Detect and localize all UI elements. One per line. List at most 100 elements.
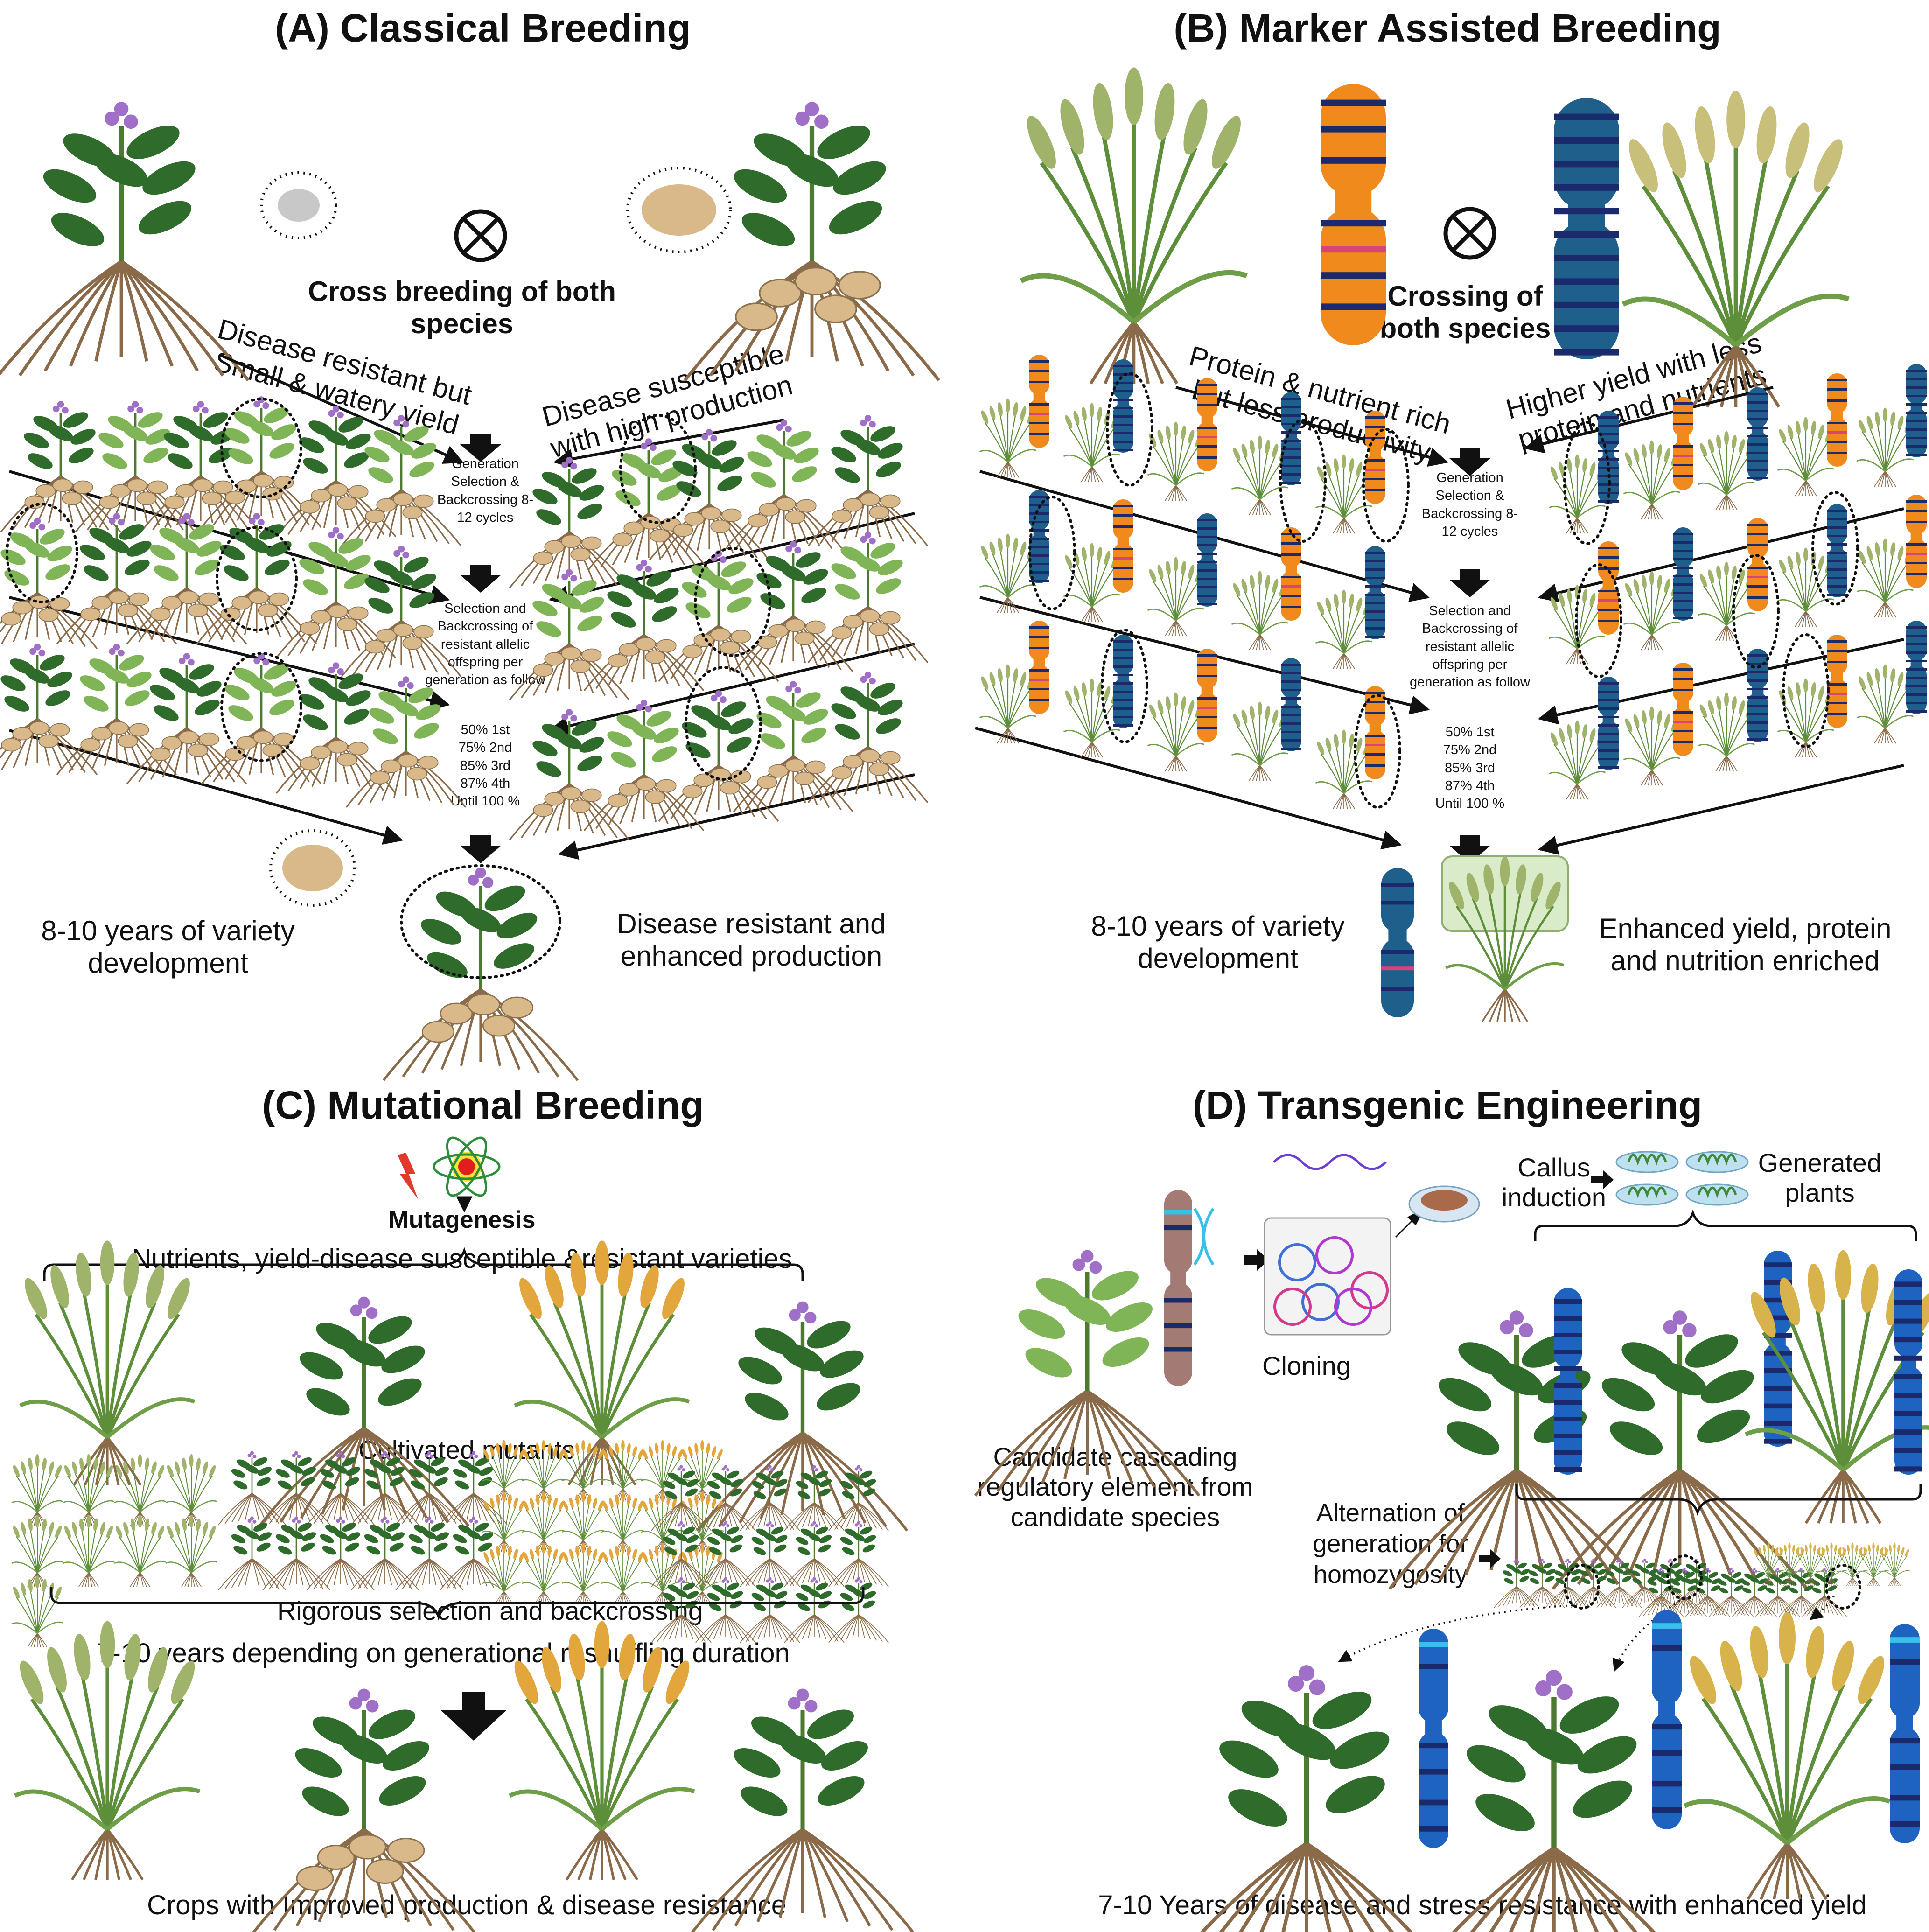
tuber: [1, 738, 21, 752]
wheat-ear: [1785, 122, 1810, 178]
chromosome-band: [1554, 231, 1619, 238]
root: [83, 1828, 109, 1881]
chromosome-band: [1029, 571, 1049, 574]
stem: [126, 1472, 140, 1512]
wheat-ear: [1020, 541, 1027, 556]
stem: [1810, 1551, 1815, 1578]
stem: [1244, 591, 1261, 635]
flower: [1619, 1561, 1622, 1563]
chromosome-band: [1197, 436, 1217, 438]
stem: [1861, 562, 1886, 602]
tuber: [376, 629, 397, 643]
d-candidate-chromosome: [1164, 1190, 1192, 1386]
leaf: [1524, 1727, 1584, 1765]
stem: [1877, 554, 1886, 602]
tuber: [608, 654, 628, 668]
root: [740, 1614, 770, 1643]
leaf: [1580, 1570, 1589, 1576]
wheat-ear: [131, 1518, 135, 1532]
leaf: [751, 472, 776, 488]
leaf: [299, 559, 324, 574]
plantlet-icon: [1627, 1154, 1667, 1166]
root: [429, 1558, 457, 1589]
leaf: [779, 1734, 826, 1764]
leaf: [801, 728, 826, 743]
stem: [1884, 684, 1901, 728]
leaf: [245, 1530, 259, 1539]
wheat-ear: [1642, 444, 1647, 459]
root: [1305, 1842, 1375, 1932]
a-rates: 50% 1st 75% 2nd 85% 3rd 87% 4th Until 10…: [420, 721, 551, 810]
stem: [1259, 459, 1284, 500]
stem: [1841, 1318, 1898, 1471]
chromosome-band: [1827, 518, 1847, 520]
wheat-ear: [1758, 1547, 1762, 1555]
chromosome-band: [1598, 590, 1619, 592]
chromosome-band: [1894, 1393, 1922, 1398]
chromosome-band: [1673, 412, 1693, 414]
stem: [191, 1536, 213, 1573]
root: [751, 1614, 770, 1641]
chromosome-band: [1113, 578, 1133, 580]
root: [681, 1558, 694, 1584]
root: [1516, 1586, 1539, 1608]
stem: [702, 1558, 714, 1592]
stem: [82, 1290, 109, 1438]
chromosome-band: [1652, 1724, 1682, 1730]
chromosome-arm: [1281, 436, 1301, 485]
leaf-blade: [1445, 962, 1565, 991]
wheat-ear: [1905, 1549, 1909, 1557]
b-offspring-wheat: [1856, 538, 1914, 618]
root: [1515, 1470, 1544, 1570]
centromere: [1568, 203, 1605, 229]
root: [252, 1558, 259, 1585]
flower: [677, 1523, 681, 1527]
tuber: [581, 788, 602, 802]
leaf: [1755, 1572, 1765, 1578]
wheat-ear: [1800, 1547, 1804, 1555]
flower: [430, 1454, 434, 1458]
d-dotted-arrow-maize: [1809, 1596, 1835, 1620]
stem: [1091, 567, 1116, 607]
tuber: [231, 596, 252, 610]
stem: [1802, 1553, 1811, 1578]
stem: [140, 1533, 154, 1573]
wheat-ear: [547, 1443, 552, 1454]
chromosome-band: [1598, 733, 1619, 735]
leaf: [271, 424, 296, 440]
chromosome-band: [1029, 546, 1049, 548]
root: [1554, 1586, 1568, 1606]
stem: [1726, 708, 1735, 756]
root: [1747, 1842, 1789, 1900]
stem: [1776, 1555, 1790, 1578]
root: [802, 1614, 815, 1640]
flower: [701, 433, 708, 441]
leaf: [682, 722, 707, 738]
tuber: [869, 505, 889, 519]
flower: [715, 690, 722, 697]
root: [681, 1614, 700, 1641]
root: [371, 1493, 385, 1521]
tuber: [269, 592, 289, 606]
root: [1852, 1577, 1859, 1586]
root: [340, 1493, 355, 1521]
leaf: [1092, 1271, 1139, 1301]
chromosome-band: [1554, 1450, 1582, 1455]
stem: [1651, 460, 1668, 504]
stem: [1789, 1551, 1794, 1578]
flower: [292, 1453, 296, 1458]
leaf-blade: [63, 1561, 115, 1573]
root: [713, 1502, 726, 1528]
flower: [349, 1697, 362, 1710]
leaf: [1446, 1421, 1500, 1455]
stem: [1132, 161, 1228, 323]
root: [327, 1493, 341, 1521]
d-arrow-to-plants: [1591, 1170, 1614, 1189]
stem: [184, 1469, 192, 1512]
centromere: [1677, 700, 1689, 709]
leaf: [269, 700, 294, 715]
wheat-ear: [196, 1518, 201, 1532]
tuber: [253, 730, 273, 744]
wheat-ear: [553, 1446, 558, 1457]
wheat-ear: [1233, 583, 1241, 596]
